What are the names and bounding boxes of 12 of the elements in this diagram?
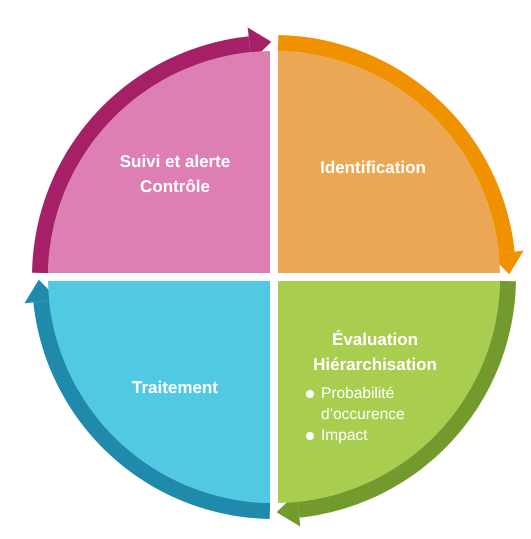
bullet-item: Impact [321,427,368,444]
cycle-arrow [32,27,272,274]
bullet-item: Probabilité d’occurence [321,385,405,423]
cycle-arrow [24,280,270,519]
cycle-arrow [276,280,516,527]
cycle-arrow [278,35,524,274]
segment-title: Suivi et alerte [118,151,232,173]
segment-title: Évaluation [331,329,419,351]
segment-title: Hiérarchisation [312,354,438,376]
segment-title: Contrôle [139,176,211,198]
segment-title: Traitement [131,377,219,399]
segment-title: Identification [319,157,427,179]
